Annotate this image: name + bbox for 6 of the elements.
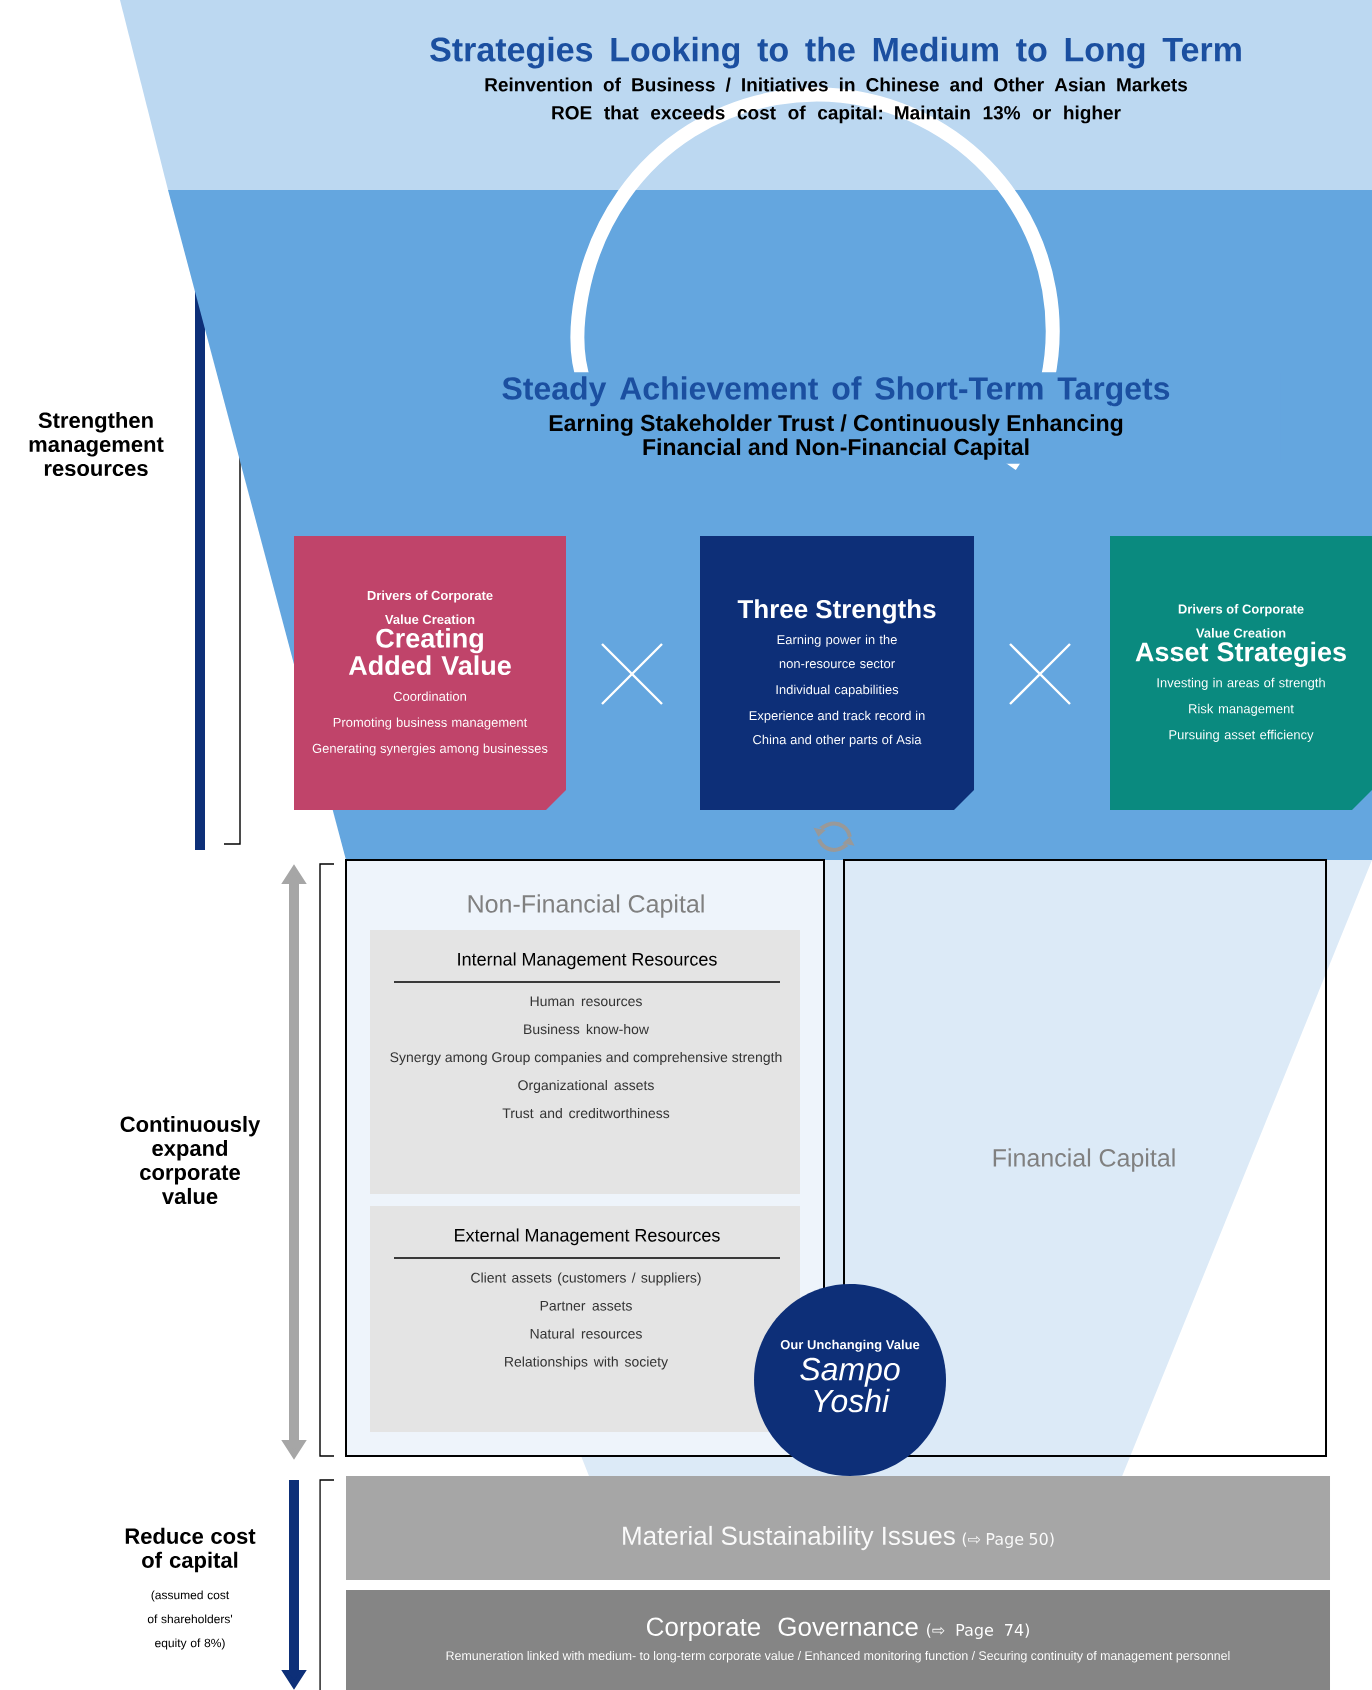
issue-band: Material Sustainability Issues (⇨ Page 50)	[346, 1476, 1330, 1580]
side-label: Reduce cost of capital	[125, 1527, 256, 1573]
node-label: ROE that exceeds cost of capital: Maintain 13% or higher	[552, 105, 1121, 124]
node-label: Strategies Looking to the Medium to Long Term	[430, 36, 1241, 69]
node-label: Reinvention of Business / Initiatives in Chinese and Other Asian Markets	[485, 77, 1188, 92]
side-label: Continuously expand corporate value	[120, 1115, 261, 1205]
